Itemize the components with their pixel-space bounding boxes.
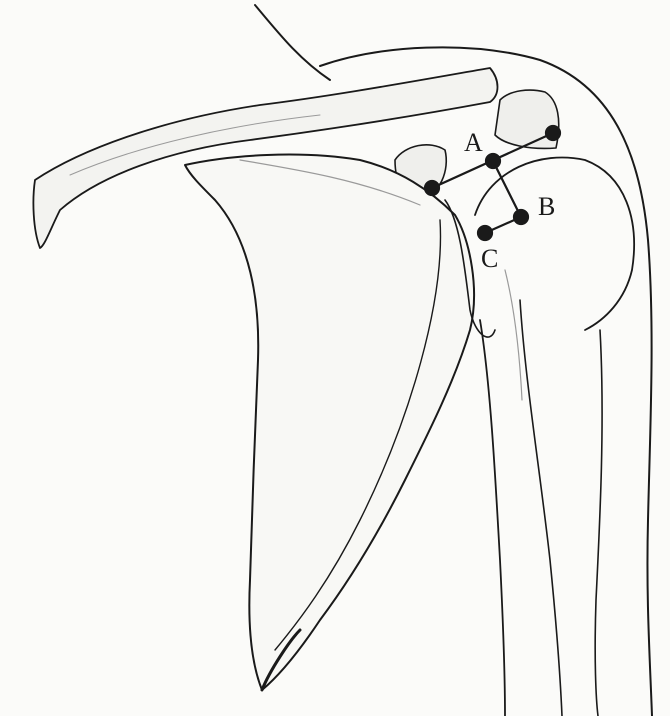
- line-b: [493, 161, 521, 217]
- point-a: [486, 154, 500, 168]
- neck-outline: [255, 5, 330, 80]
- label-c: C: [481, 246, 498, 272]
- scapula: [185, 155, 474, 690]
- point-coracoid: [425, 181, 439, 195]
- point-b: [514, 210, 528, 224]
- point-c: [478, 226, 492, 240]
- humerus-shaft-right: [520, 300, 562, 716]
- label-b: B: [538, 194, 555, 220]
- arm-inner-line: [595, 330, 602, 716]
- humeral-head: [475, 157, 634, 330]
- bicipital-groove: [505, 270, 522, 400]
- humerus-shaft-left: [480, 320, 505, 716]
- point-acromion: [546, 126, 560, 140]
- label-a: A: [464, 130, 483, 156]
